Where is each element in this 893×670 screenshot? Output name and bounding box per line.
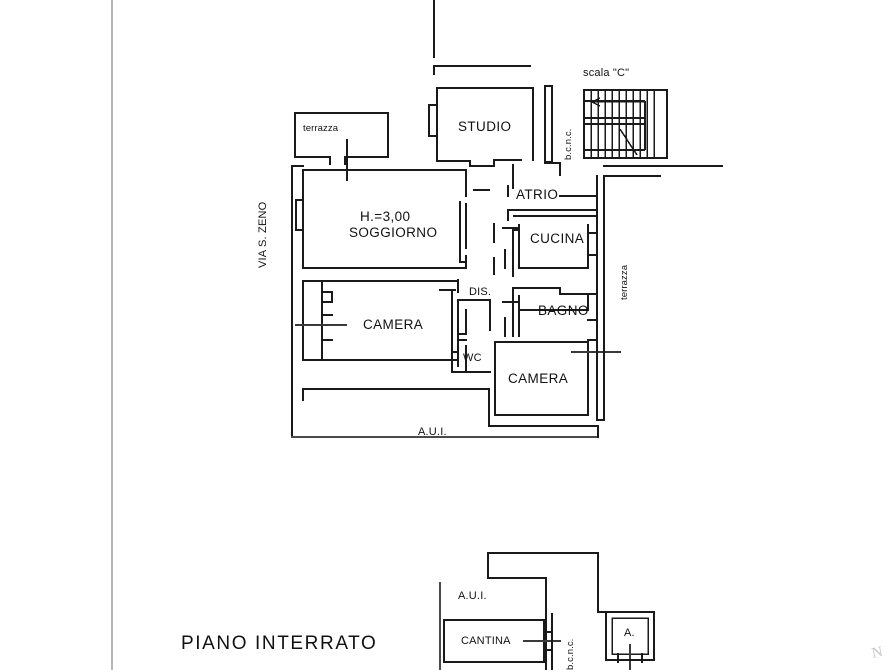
room-label-wc: WC [463,352,482,364]
upper-floor-walls [290,0,723,439]
room-label-aui-upper: A.U.I. [418,426,447,438]
room-label-camera-left: CAMERA [363,317,424,332]
street-label-via-s-zeno: VIA S. ZENO [257,201,269,268]
staircase-scala-c [583,89,668,159]
room-label-dis: DIS. [469,286,492,298]
room-label-ascensore: A. [624,627,635,639]
annotation-bcnc-basement: b.c.n.c. [565,638,576,670]
room-label-camera-right: CAMERA [508,371,569,386]
room-label-bagno: BAGNO [538,303,589,318]
stair-label-scala-c: scala "C" [583,67,630,79]
room-label-terrazza-nw: terrazza [303,123,339,134]
plan-title-piano-interrato: PIANO INTERRATO [181,633,378,654]
room-label-studio: STUDIO [458,119,512,134]
annotation-bcnc-upper: b.c.n.c. [563,128,574,160]
room-label-soggiorno: SOGGIORNO [349,225,438,240]
basement-walls [439,551,656,670]
room-label-cantina: CANTINA [461,635,511,647]
ceiling-height-note: H.=3,00 [360,209,411,224]
room-label-aui-basement: A.U.I. [458,590,487,602]
room-label-atrio: ATRIO [516,187,559,202]
room-label-terrazza-east: terrazza [619,264,630,300]
room-label-cucina: CUCINA [530,231,585,246]
